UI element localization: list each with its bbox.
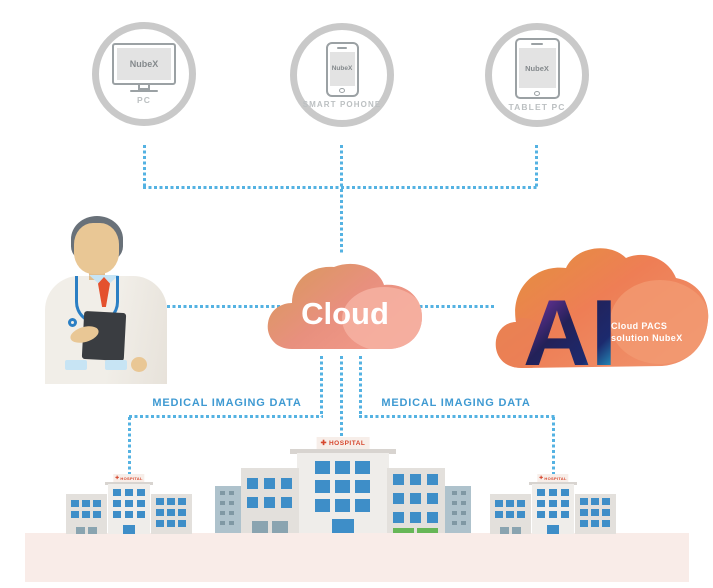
connector-left-hospital-down: [128, 417, 131, 474]
hospital-right-wing-door-1: [500, 527, 509, 534]
hospital-center-left-tower: [215, 486, 241, 533]
hospital-right: ✚ HOSPITAL: [486, 474, 620, 534]
left-wing-door-1: [252, 521, 268, 533]
medical-imaging-data-label-left: MEDICAL IMAGING DATA: [152, 397, 302, 409]
hospital-right-roof: [529, 482, 577, 485]
pc-label: PC: [136, 95, 151, 105]
pc-screen-label: NubeX: [117, 48, 171, 80]
connector-cloud-center-hospital: [340, 356, 343, 436]
hospital-left-roof: [105, 482, 153, 485]
hospital-center-right-tower: [445, 486, 471, 533]
right-wing-green-strip-1: [393, 528, 414, 533]
red-cross-icon: ✚: [539, 475, 544, 480]
hospital-center-tower: [297, 453, 389, 533]
hospital-right-windows: [537, 489, 569, 518]
tablet-home-button: [534, 90, 540, 96]
ai-caption-line1: Cloud PACS: [611, 321, 667, 331]
pc-monitor-stand: [138, 85, 150, 90]
hospital-left-left-wing-windows: [71, 500, 101, 518]
connector-left-horizontal: [129, 415, 323, 418]
hospital-left-left-wing: [66, 494, 107, 534]
hospital-center: ✚ HOSPITAL: [213, 436, 473, 533]
doctor-pocket-right: [105, 360, 127, 370]
smartphone-icon: NubeX: [325, 41, 359, 97]
hospital-center-door: [332, 519, 354, 533]
tablet-icon: NubeX: [514, 38, 560, 99]
connector-cloud-right-branch: [359, 356, 362, 417]
hospital-left-tower: [108, 484, 150, 534]
hospital-left: ✚ HOSPITAL: [62, 474, 196, 534]
hospital-right-left-wing: [490, 494, 531, 534]
hospital-right-door: [547, 525, 559, 534]
ai-caption-line2: solution NubeX: [611, 333, 683, 343]
hospital-left-right-wing-windows: [156, 498, 186, 527]
ai-cloud-shape: AI Cloud PACS solution NubeX: [495, 248, 709, 372]
doctor-figure: [45, 206, 167, 384]
hospital-left-sign: ✚ HOSPITAL: [113, 474, 145, 482]
stethoscope-chestpiece: [68, 318, 77, 327]
ai-cloud-right-lobe: [610, 280, 709, 364]
smartphone-label: SMART POHONE: [302, 99, 382, 109]
smartphone-screen-label: NubeX: [329, 51, 355, 86]
connector-right-horizontal: [359, 415, 555, 418]
ai-cloud-left-puff: [496, 318, 548, 369]
left-wing-windows: [247, 478, 292, 508]
medical-imaging-data-label-right: MEDICAL IMAGING DATA: [381, 397, 531, 409]
device-circle-smartphone: NubeX SMART POHONE: [290, 23, 394, 127]
hospital-right-wing-door-2: [512, 527, 521, 534]
hospital-right-sign: ✚ HOSPITAL: [537, 474, 569, 482]
hospital-left-wing-door-1: [76, 527, 85, 534]
left-tower-windows: [220, 491, 234, 525]
connector-tablet-down: [535, 145, 538, 189]
connector-cloud-ai: [414, 305, 494, 308]
device-circle-pc: NubeX PC: [92, 22, 196, 126]
connector-phone-down: [340, 145, 343, 255]
tablet-screen-label: NubeX: [518, 48, 556, 88]
red-cross-icon: ✚: [115, 475, 120, 480]
smartphone-speaker: [337, 46, 347, 49]
connector-doctor-cloud: [156, 305, 280, 308]
tablet-speaker: [531, 43, 543, 45]
cloud-shape: Cloud: [267, 263, 423, 349]
hospital-center-sign-text: HOSPITAL: [328, 439, 366, 447]
hospital-right-right-wing: [575, 494, 616, 534]
connector-right-hospital-down: [552, 417, 555, 474]
hospital-left-right-wing: [151, 494, 192, 534]
left-wing-door-2: [272, 521, 288, 533]
cloud-highlight-lobe: [342, 287, 423, 349]
hospital-right-sign-text: HOSPITAL: [544, 475, 567, 481]
hospital-center-roof: [290, 449, 396, 454]
pc-monitor-icon: NubeX: [112, 43, 176, 85]
right-tower-windows: [452, 491, 466, 525]
doctor-face: [74, 223, 119, 274]
hospital-center-left-wing: [241, 468, 299, 533]
right-wing-green-strip-2: [417, 528, 438, 533]
hospital-right-tower: [532, 484, 574, 534]
hospital-left-windows: [113, 489, 145, 518]
right-wing-windows: [393, 474, 438, 523]
device-circle-tablet: NubeX TABLET PC: [485, 23, 589, 127]
smartphone-home-button: [339, 88, 345, 93]
hospital-right-right-wing-windows: [580, 498, 610, 527]
connector-cloud-left-branch: [320, 356, 323, 417]
hospital-center-right-wing: [387, 468, 445, 533]
tablet-label: TABLET PC: [508, 102, 566, 112]
connector-top-horizontal: [143, 186, 538, 189]
hospital-center-windows: [315, 461, 370, 512]
doctor-pocket-left: [65, 360, 87, 370]
red-cross-icon: ✚: [320, 440, 327, 447]
hospital-center-sign: ✚ HOSPITAL: [316, 437, 370, 449]
hospital-left-sign-text: HOSPITAL: [120, 475, 143, 481]
doctor-hand-right: [131, 357, 147, 372]
ai-letters: AI: [523, 280, 617, 372]
cloud-label: Cloud: [301, 296, 389, 331]
hospital-right-left-wing-windows: [495, 500, 525, 518]
hospital-left-door: [123, 525, 135, 534]
pc-monitor-base: [130, 90, 158, 92]
hospital-left-wing-door-2: [88, 527, 97, 534]
connector-pc-down: [143, 145, 146, 189]
ground-strip: [25, 533, 689, 582]
